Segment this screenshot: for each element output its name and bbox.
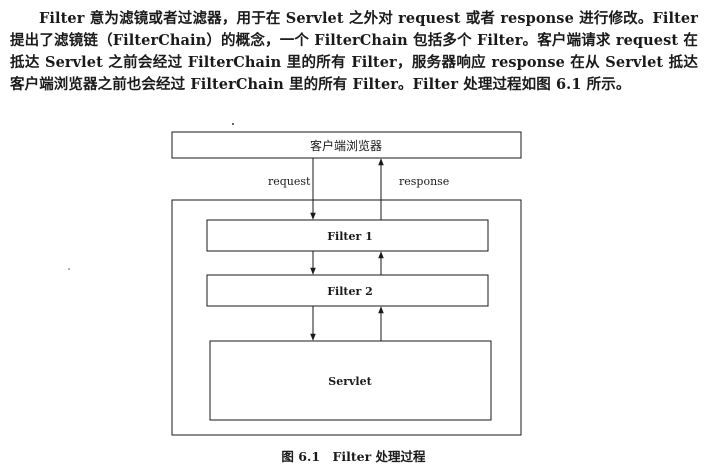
servlet-label: Servlet bbox=[328, 375, 372, 388]
figure-caption: 图 6.1 Filter 处理过程 bbox=[281, 449, 426, 464]
scan-speck bbox=[232, 123, 234, 125]
filter2-box bbox=[206, 274, 489, 307]
request-label: request bbox=[268, 175, 311, 188]
intro-paragraph: Filter 意为滤镜或者过滤器，用于在 Servlet 之外对 request… bbox=[10, 10, 698, 93]
filter1-label: Filter 1 bbox=[327, 230, 373, 243]
browser-label: 客户端浏览器 bbox=[310, 138, 382, 153]
response-label: response bbox=[399, 175, 449, 188]
filter1-box bbox=[206, 219, 489, 252]
servlet-box bbox=[209, 340, 492, 421]
scan-speck bbox=[68, 268, 70, 270]
filter2-label: Filter 2 bbox=[327, 285, 373, 298]
browser-box bbox=[171, 131, 522, 159]
